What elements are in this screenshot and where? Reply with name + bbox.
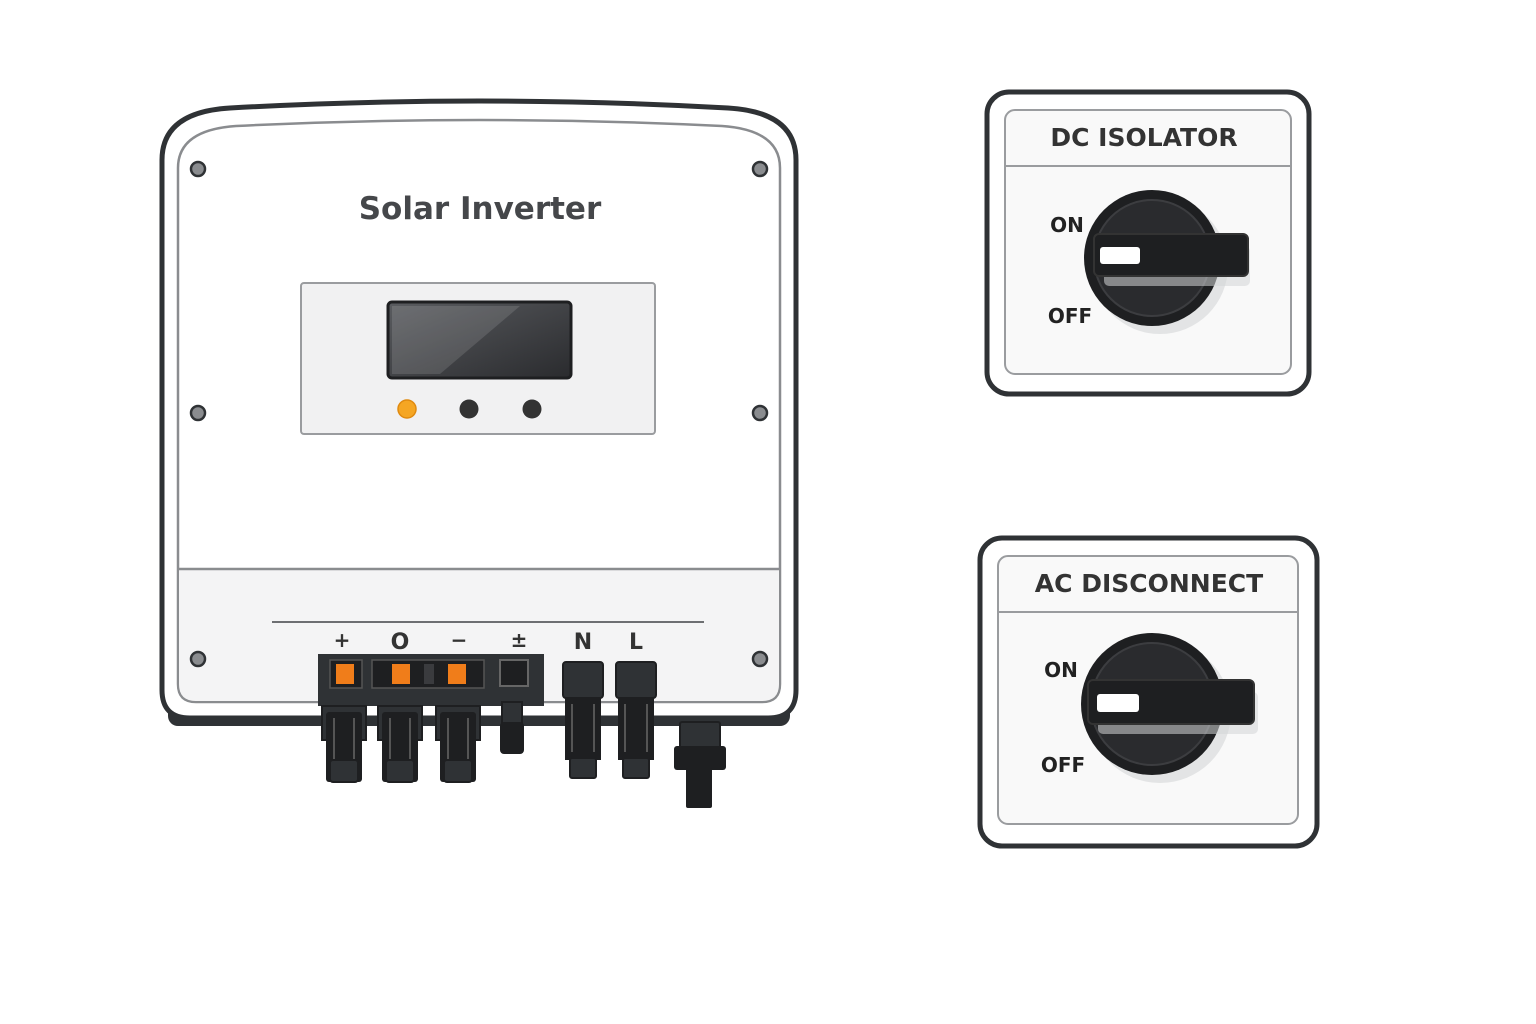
mc4-connector-icon [321,705,367,783]
dc-terminal-orange [448,664,466,684]
dc-connectors [321,701,524,783]
screw-icon [189,404,207,422]
dc-isolator-title: DC ISOLATOR [1050,123,1237,152]
ac-connectors [562,661,726,808]
lcd-screen [386,300,573,380]
ac-disconnect-switch: AC DISCONNECT ON OFF [977,535,1320,849]
ac-disconnect-off-label: OFF [1041,753,1085,777]
line-connector-icon [615,661,657,779]
terminal-label-minus: − [451,628,468,652]
inverter-title: Solar Inverter [359,191,602,227]
status-led-amber [397,399,417,419]
screw-icon [751,160,769,178]
ac-cable-gland-icon [674,721,726,808]
screw-icon [751,650,769,668]
mc4-connector-icon [435,705,481,783]
status-led-2 [459,399,479,419]
dc-isolator-switch: DC ISOLATOR ON OFF [984,89,1312,397]
mc4-connector-icon [377,705,423,783]
dc-terminal-block [318,654,544,706]
screws [189,160,769,668]
ac-disconnect-rotary-knob[interactable] [1081,633,1258,783]
knob-position-indicator [1097,694,1139,712]
terminal-label-plusminus: ± [511,628,528,652]
screw-icon [751,404,769,422]
screw-icon [189,160,207,178]
terminal-label-line: L [629,630,643,655]
status-led-3 [522,399,542,419]
screen-glare [392,306,520,374]
dc-isolator-on-label: ON [1050,213,1084,237]
solar-inverter: Solar Inverter + O − ± N L [159,98,799,808]
neutral-connector-icon [562,661,604,779]
dc-terminal-orange [392,664,410,684]
dc-isolator-rotary-knob[interactable] [1084,190,1250,334]
terminal-label-neutral: N [574,630,592,655]
knob-handle[interactable] [1087,679,1255,725]
knob-position-indicator [1100,247,1140,264]
dc-isolator-off-label: OFF [1048,304,1092,328]
small-connector-icon [500,701,524,754]
ac-disconnect-on-label: ON [1044,658,1078,682]
terminal-label-plus: + [334,628,351,652]
dc-terminal-orange [336,664,354,684]
screw-icon [189,650,207,668]
knob-handle[interactable] [1093,233,1249,277]
terminal-label-circle: O [391,630,410,655]
ac-disconnect-title: AC DISCONNECT [1035,569,1263,598]
dc-terminal-square [499,659,529,687]
